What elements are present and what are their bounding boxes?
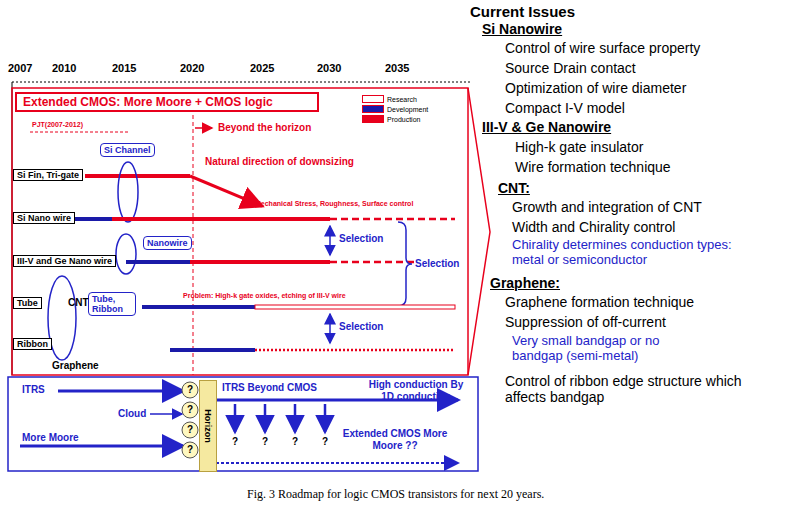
roadmap-note: Natural direction of downsizing (205, 156, 354, 168)
horizon-band: Horizon (199, 380, 217, 472)
roadmap-note: Beyond the horizon (218, 122, 311, 134)
channel-callout: Tube, Ribbon (88, 292, 136, 316)
red-scope-box: Extended CMOS: More Moore + CMOS logic (15, 92, 319, 112)
year-label: 2020 (180, 62, 204, 75)
issue-item: Graphene formation technique (505, 294, 694, 310)
topic-heading: Si Nanowire (482, 21, 562, 37)
legend-text: Production (387, 116, 420, 123)
itrs-label: Extended CMOS More Moore ?? (340, 428, 450, 451)
issue-item: Suppression of off-current (505, 314, 666, 330)
channel-callout: Nanowire (143, 236, 192, 250)
year-label: 2030 (317, 62, 341, 75)
issue-item: Wire formation technique (515, 159, 671, 175)
issue-item: Control of wire surface property (505, 40, 700, 56)
itrs-label: Cloud (118, 408, 146, 420)
legend-text: Development (387, 106, 428, 113)
legend-swatch (362, 95, 384, 103)
question-mark: ? (187, 424, 193, 436)
topic-heading: CNT: (498, 180, 530, 196)
issue-item: Compact I-V model (505, 100, 625, 116)
year-label: 2035 (385, 62, 409, 75)
legend-row: Development (362, 105, 428, 113)
itrs-label: ITRS (22, 384, 45, 396)
technology-box: Si Fin, Tri-gate (13, 169, 83, 181)
node-text: Ribbon (17, 339, 48, 349)
node-text: Horizon (203, 409, 213, 443)
node-text: Si Channel (104, 145, 151, 155)
question-mark: ? (232, 436, 238, 448)
issue-item: Source Drain contact (505, 60, 636, 76)
topic-heading: Graphene: (490, 275, 560, 291)
roadmap-note: Mechanical Stress, Roughness, Surface co… (255, 200, 413, 208)
node-text: Tube (17, 298, 38, 308)
legend-swatch (362, 105, 384, 113)
question-mark: ? (262, 436, 268, 448)
issue-item: High-k gate insulator (515, 139, 643, 155)
selection-label: Selection (414, 258, 460, 270)
year-label: 2025 (250, 62, 274, 75)
node-text: III-V and Ge Nano wire (17, 256, 112, 266)
itrs-label: High conduction By 1D conduction (368, 379, 464, 402)
node-text: Extended CMOS: More Moore + CMOS logic (23, 95, 311, 109)
question-mark: ? (187, 404, 193, 416)
technology-box: Ribbon (13, 338, 52, 350)
issue-note: Very small bandgap or no bandgap (semi-m… (512, 334, 677, 364)
itrs-label: ITRS Beyond CMOS (222, 382, 317, 394)
node-text: Si Nano wire (17, 213, 71, 223)
issue-item: Optimization of wire diameter (505, 80, 686, 96)
roadmap-note: Problem: High-k gate oxides, etching of … (183, 292, 346, 300)
legend-swatch (362, 115, 384, 123)
node-text: Nanowire (147, 238, 188, 248)
figure-caption: Fig. 3 Roadmap for logic CMOS transistor… (247, 488, 544, 502)
year-label: 2015 (112, 62, 136, 75)
legend-text: Research (387, 96, 417, 103)
technology-label: CNT (68, 297, 89, 309)
technology-box: Tube (13, 297, 42, 309)
legend-row: Production (362, 115, 420, 123)
technology-box: III-V and Ge Nano wire (13, 255, 116, 267)
channel-callout: Si Channel (100, 143, 155, 157)
issue-item: Width and Chirality control (512, 219, 675, 235)
question-mark: ? (322, 436, 328, 448)
selection-label: Selection (338, 233, 384, 245)
question-mark: ? (187, 384, 193, 396)
node-text: Tube, Ribbon (92, 294, 132, 314)
technology-box: Si Nano wire (13, 212, 75, 224)
issue-item: Control of ribbon edge structure which a… (505, 373, 750, 405)
issue-item: Growth and integration of CNT (512, 199, 702, 215)
question-mark: ? (187, 444, 193, 456)
section-heading: Current Issues (470, 3, 575, 20)
question-mark: ? (292, 436, 298, 448)
node-text: Si Fin, Tri-gate (17, 170, 79, 180)
year-label: 2010 (52, 62, 76, 75)
itrs-label: More Moore (22, 432, 79, 444)
roadmap-note: PJT(2007-2012) (32, 121, 83, 129)
issue-note: Chirality determines conduction types: m… (512, 238, 732, 268)
technology-label: Graphene (52, 360, 99, 372)
legend-row: Research (362, 95, 417, 103)
selection-label: Selection (338, 321, 384, 333)
year-label: 2007 (8, 62, 32, 75)
topic-heading: III-V & Ge Nanowire (482, 119, 611, 135)
